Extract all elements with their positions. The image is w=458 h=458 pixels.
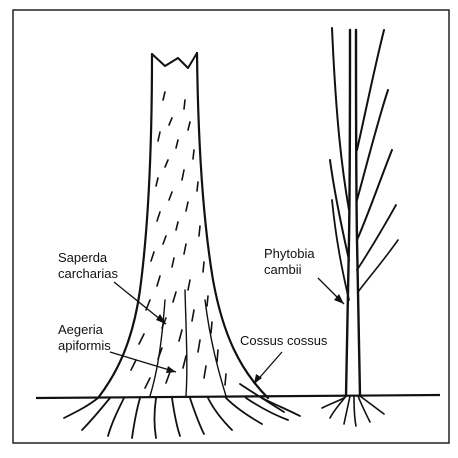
label-saperda-line1: Saperda [58,250,108,265]
label-saperda-line2: carcharias [58,266,118,281]
young-tree [322,28,398,426]
branch-right-2 [357,90,388,200]
branch-left-1 [332,28,349,210]
branch-right-1 [357,30,384,150]
arrowhead-aegeria [166,366,176,373]
tree-roots [64,384,300,438]
branch-right-3 [357,150,392,240]
arrowhead-saperda [156,314,166,324]
label-phytobia-line1: Phytobia [264,246,315,261]
grain-line-3 [205,300,226,396]
label-aegeria-line2: apiformis [58,338,111,353]
grain-line-2 [185,290,187,396]
trunk-broken-top [152,53,197,68]
young-stem-right [356,30,360,396]
young-tree-roots [322,396,384,426]
labels: Saperda carcharias Aegeria apiformis Cos… [58,246,328,353]
label-aegeria-line1: Aegeria [58,322,104,337]
young-stem-left [346,30,350,396]
ground-line [36,395,440,398]
branch-right-5 [358,240,398,292]
branch-right-4 [357,205,396,270]
label-phytobia-line2: cambii [264,262,302,277]
label-cossus: Cossus cossus [240,333,328,348]
